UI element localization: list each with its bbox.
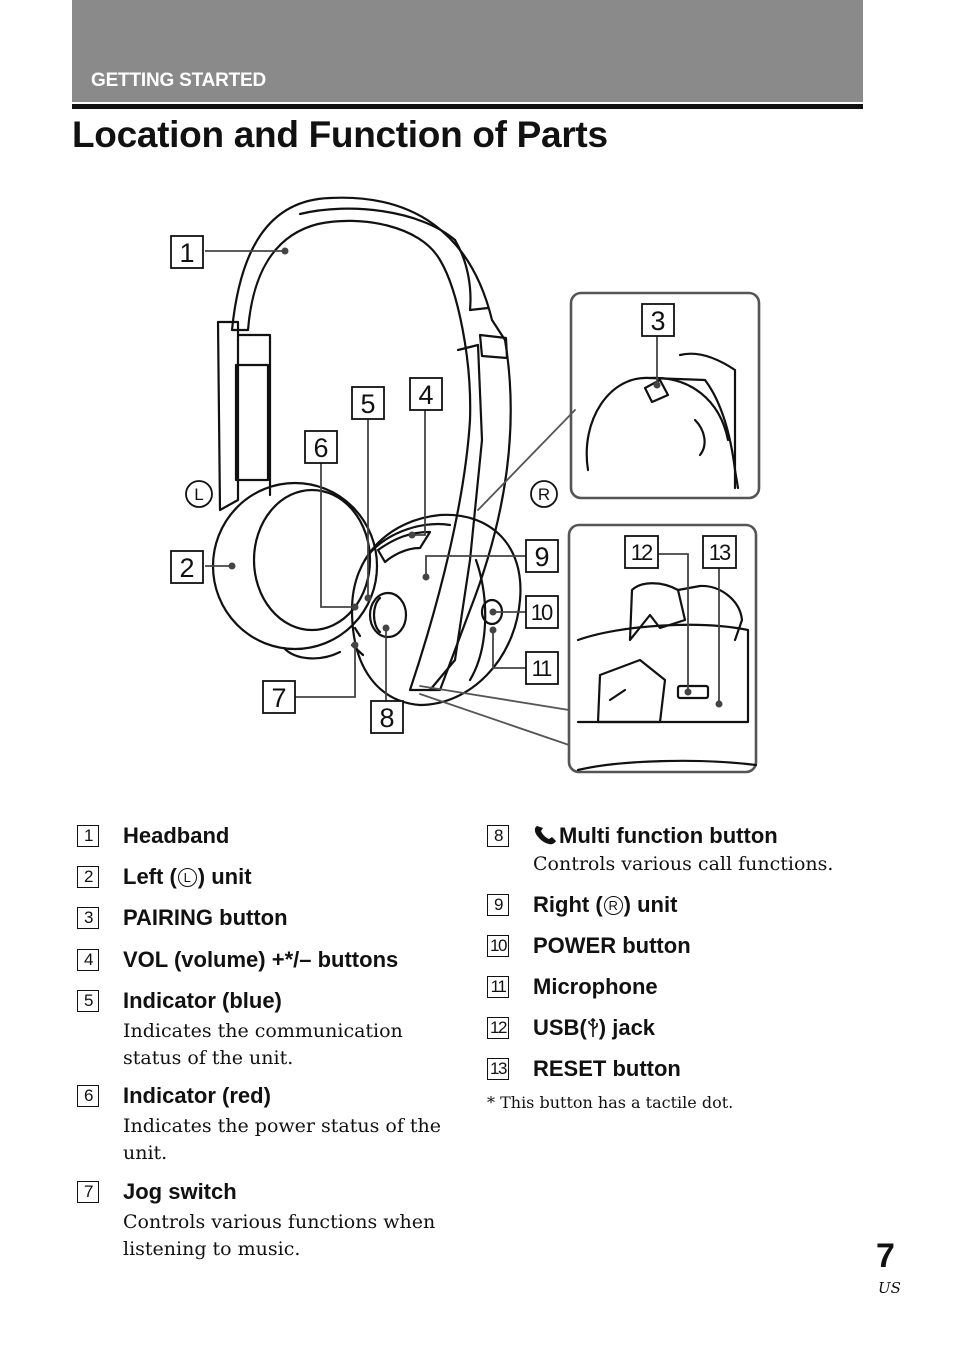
- callout-3: 3: [650, 306, 665, 336]
- callout-13: 13: [709, 540, 731, 565]
- page-locale: US: [878, 1279, 901, 1297]
- part-name: Headband: [123, 823, 230, 848]
- headphones-diagram: 1 2 3 4 5 6 7 8 9 10 11 12 13 L R: [170, 196, 761, 774]
- footnote: * This button has a tactile dot.: [487, 1093, 734, 1112]
- part-number: 11: [487, 976, 509, 998]
- part-name: POWER button: [533, 933, 691, 958]
- part-name: Indicator (red): [123, 1083, 271, 1108]
- part-description: Controls various functions when listenin…: [123, 1211, 436, 1260]
- phone-icon: [534, 826, 556, 845]
- left-marker: L: [194, 485, 203, 504]
- part-number: 7: [77, 1181, 99, 1203]
- callout-11: 11: [532, 656, 553, 681]
- callout-9: 9: [534, 542, 549, 572]
- part-number: 2: [77, 866, 99, 888]
- part-number: 10: [487, 935, 509, 957]
- section-rule: [72, 104, 863, 109]
- part-name: PAIRING button: [123, 905, 288, 930]
- part-number: 8: [487, 825, 509, 847]
- callout-2: 2: [179, 553, 194, 583]
- callout-1: 1: [179, 238, 194, 268]
- headband-outline: [230, 196, 512, 692]
- page-title: Location and Function of Parts: [72, 114, 608, 155]
- part-name: Left (L) unit: [123, 864, 252, 889]
- right-marker: R: [538, 485, 550, 504]
- part-description: Indicates the communication status of th…: [123, 1020, 403, 1069]
- right-ear-cup: [350, 513, 522, 707]
- part-description: Controls various call functions.: [533, 853, 834, 875]
- callout-7: 7: [271, 683, 286, 713]
- callout-8: 8: [379, 703, 394, 733]
- part-name: Multi function button: [533, 823, 778, 849]
- part-number: 13: [487, 1058, 509, 1080]
- part-name: Indicator (blue): [123, 988, 282, 1013]
- part-number: 4: [77, 949, 99, 971]
- section-label: GETTING STARTED: [91, 70, 267, 91]
- part-name: Jog switch: [123, 1179, 237, 1204]
- part-number: 5: [77, 990, 99, 1012]
- part-name: VOL (volume) +*/– buttons: [123, 947, 399, 972]
- usb-icon: [587, 1017, 598, 1037]
- callout-12: 12: [631, 540, 653, 565]
- part-number: 9: [487, 894, 509, 916]
- callout-6: 6: [313, 433, 328, 463]
- part-name: USB() jack: [533, 1015, 656, 1040]
- part-name: Right (R) unit: [533, 892, 678, 917]
- part-name: RESET button: [533, 1056, 681, 1081]
- page-number: 7: [876, 1237, 895, 1275]
- part-name: Microphone: [533, 974, 658, 999]
- callout-4: 4: [418, 380, 433, 410]
- inset-pairing: [569, 291, 761, 500]
- callout-5: 5: [360, 389, 375, 419]
- part-number: 3: [77, 907, 99, 929]
- part-number: 12: [487, 1017, 509, 1039]
- right-circle-icon: R: [603, 896, 623, 915]
- part-number: 6: [77, 1085, 99, 1107]
- callout-10: 10: [531, 600, 553, 625]
- inset-usb: [567, 523, 758, 774]
- part-number: 1: [77, 825, 99, 847]
- section-header-bar: [72, 0, 863, 102]
- part-description: Indicates the power status of the unit.: [123, 1115, 442, 1164]
- left-circle-icon: L: [177, 868, 197, 887]
